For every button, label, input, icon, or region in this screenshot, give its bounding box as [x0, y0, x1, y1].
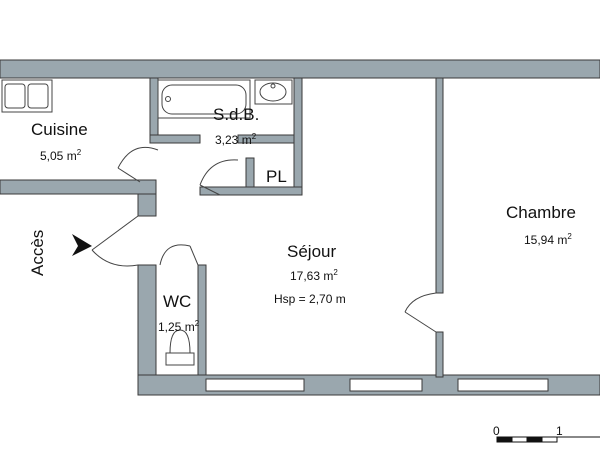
room-chambre-area: 15,94 m2 [524, 232, 572, 247]
doors [91, 146, 437, 333]
room-sdb-name: S.d.B. [213, 105, 260, 124]
kitchen-sink [1, 79, 53, 113]
room-sejour-hsp: Hsp = 2,70 m [274, 292, 346, 306]
windows [205, 378, 549, 392]
bathtub [157, 79, 251, 119]
room-cuisine: Cuisine [31, 120, 88, 140]
room-sdb-area: 3,23 m2 [215, 132, 257, 147]
toilet [165, 329, 195, 366]
room-cuisine-name: Cuisine [31, 120, 88, 139]
room-sejour-area: 17,63 m2 [290, 268, 338, 283]
scale-end-label: 1 [556, 424, 563, 438]
room-chambre-name: Chambre [506, 203, 576, 222]
entrance-arrow-icon [72, 234, 92, 256]
room-pl-name: PL [266, 167, 287, 186]
scale-bar [496, 436, 600, 443]
scale-start-label: 0 [493, 424, 500, 438]
room-wc-area: 1,25 m2 [158, 319, 200, 334]
entrance-label: Accès [28, 229, 47, 276]
room-sejour-name: Séjour [287, 242, 337, 261]
walls [0, 59, 600, 396]
room-wc-name: WC [163, 292, 192, 311]
room-cuisine-area: 5,05 m2 [40, 148, 82, 163]
washbasin [254, 79, 293, 105]
